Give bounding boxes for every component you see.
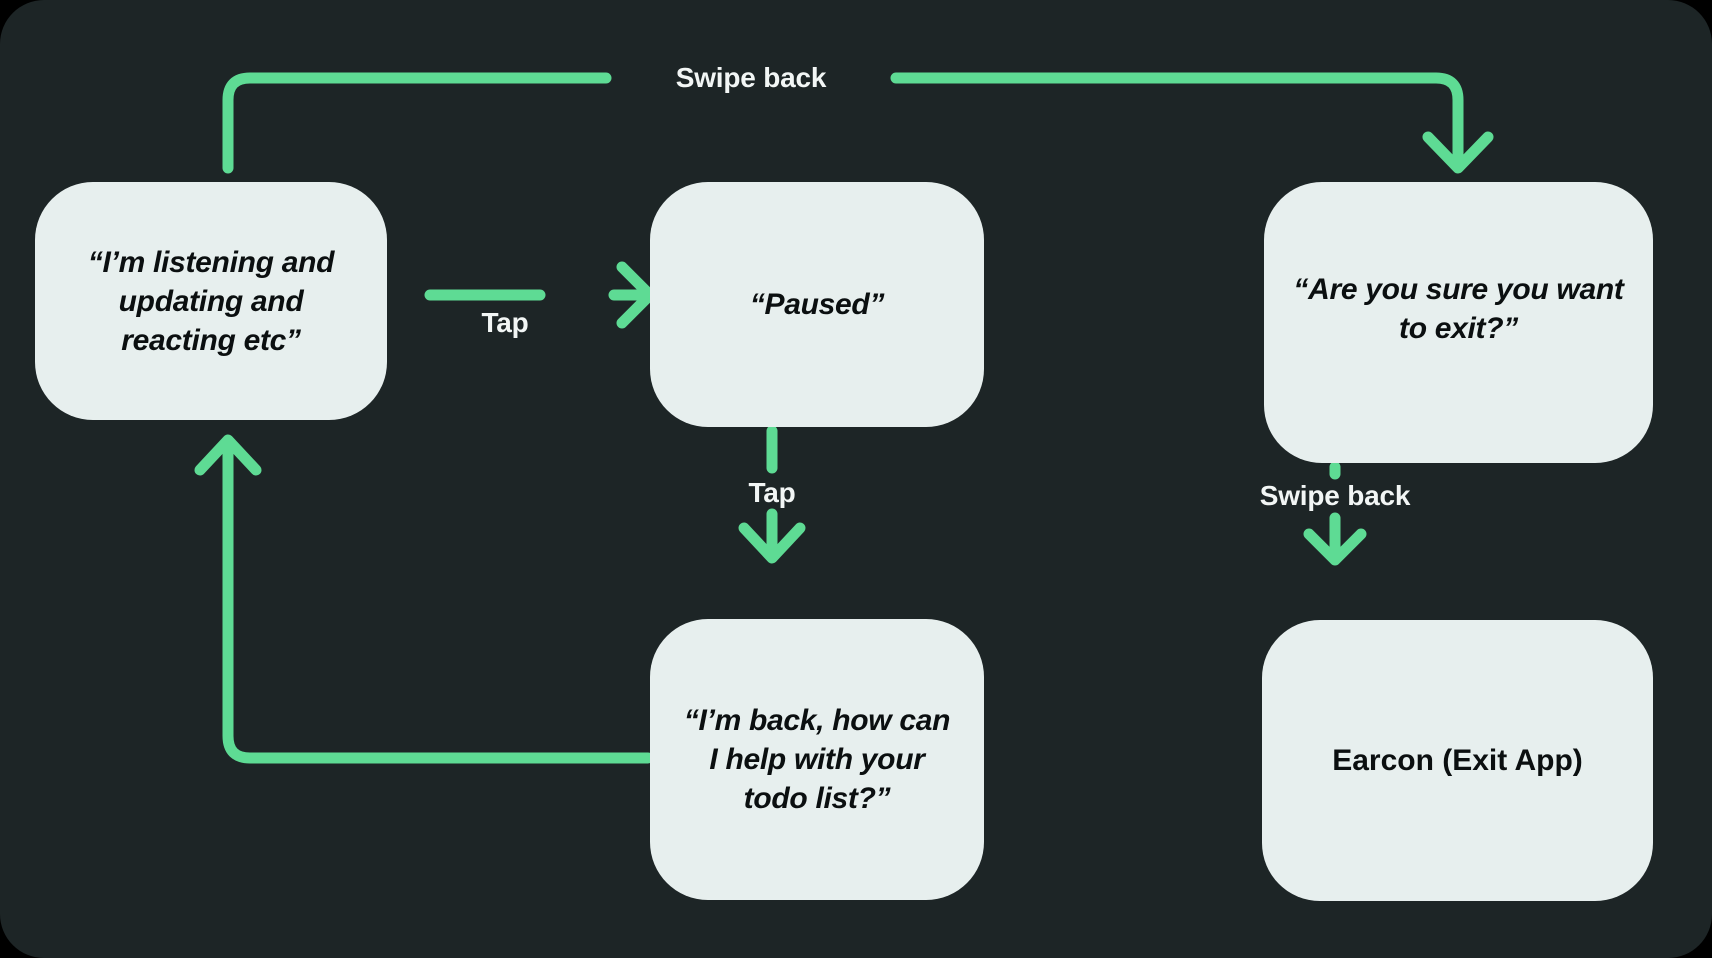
node-confirm-exit[interactable]: “Are you sure you want to exit?” — [1264, 182, 1653, 463]
node-earcon-exit-app-label: Earcon (Exit App) — [1332, 744, 1583, 777]
edge-label-swipe-back-confirm-earcon: Swipe back — [1259, 480, 1411, 511]
node-confirm-exit-label: “Are you sure you want to exit?” — [1293, 272, 1624, 345]
node-earcon-exit-app[interactable]: Earcon (Exit App) — [1262, 620, 1653, 901]
edge-label-swipe-back-top: Swipe back — [675, 62, 827, 93]
node-back[interactable]: “I’m back, how can I help with your todo… — [650, 619, 984, 900]
node-listening[interactable]: “I’m listening and updating and reacting… — [35, 182, 387, 420]
edge-label-tap-paused-back: Tap — [748, 477, 796, 508]
node-back-label: “I’m back, how can I help with your todo… — [683, 704, 951, 815]
node-paused-label: “Paused” — [749, 288, 885, 321]
node-listening-label: “I’m listening and updating and reacting… — [87, 245, 335, 357]
node-paused[interactable]: “Paused” — [650, 182, 984, 427]
edge-label-tap-listening-paused: Tap — [481, 307, 529, 338]
